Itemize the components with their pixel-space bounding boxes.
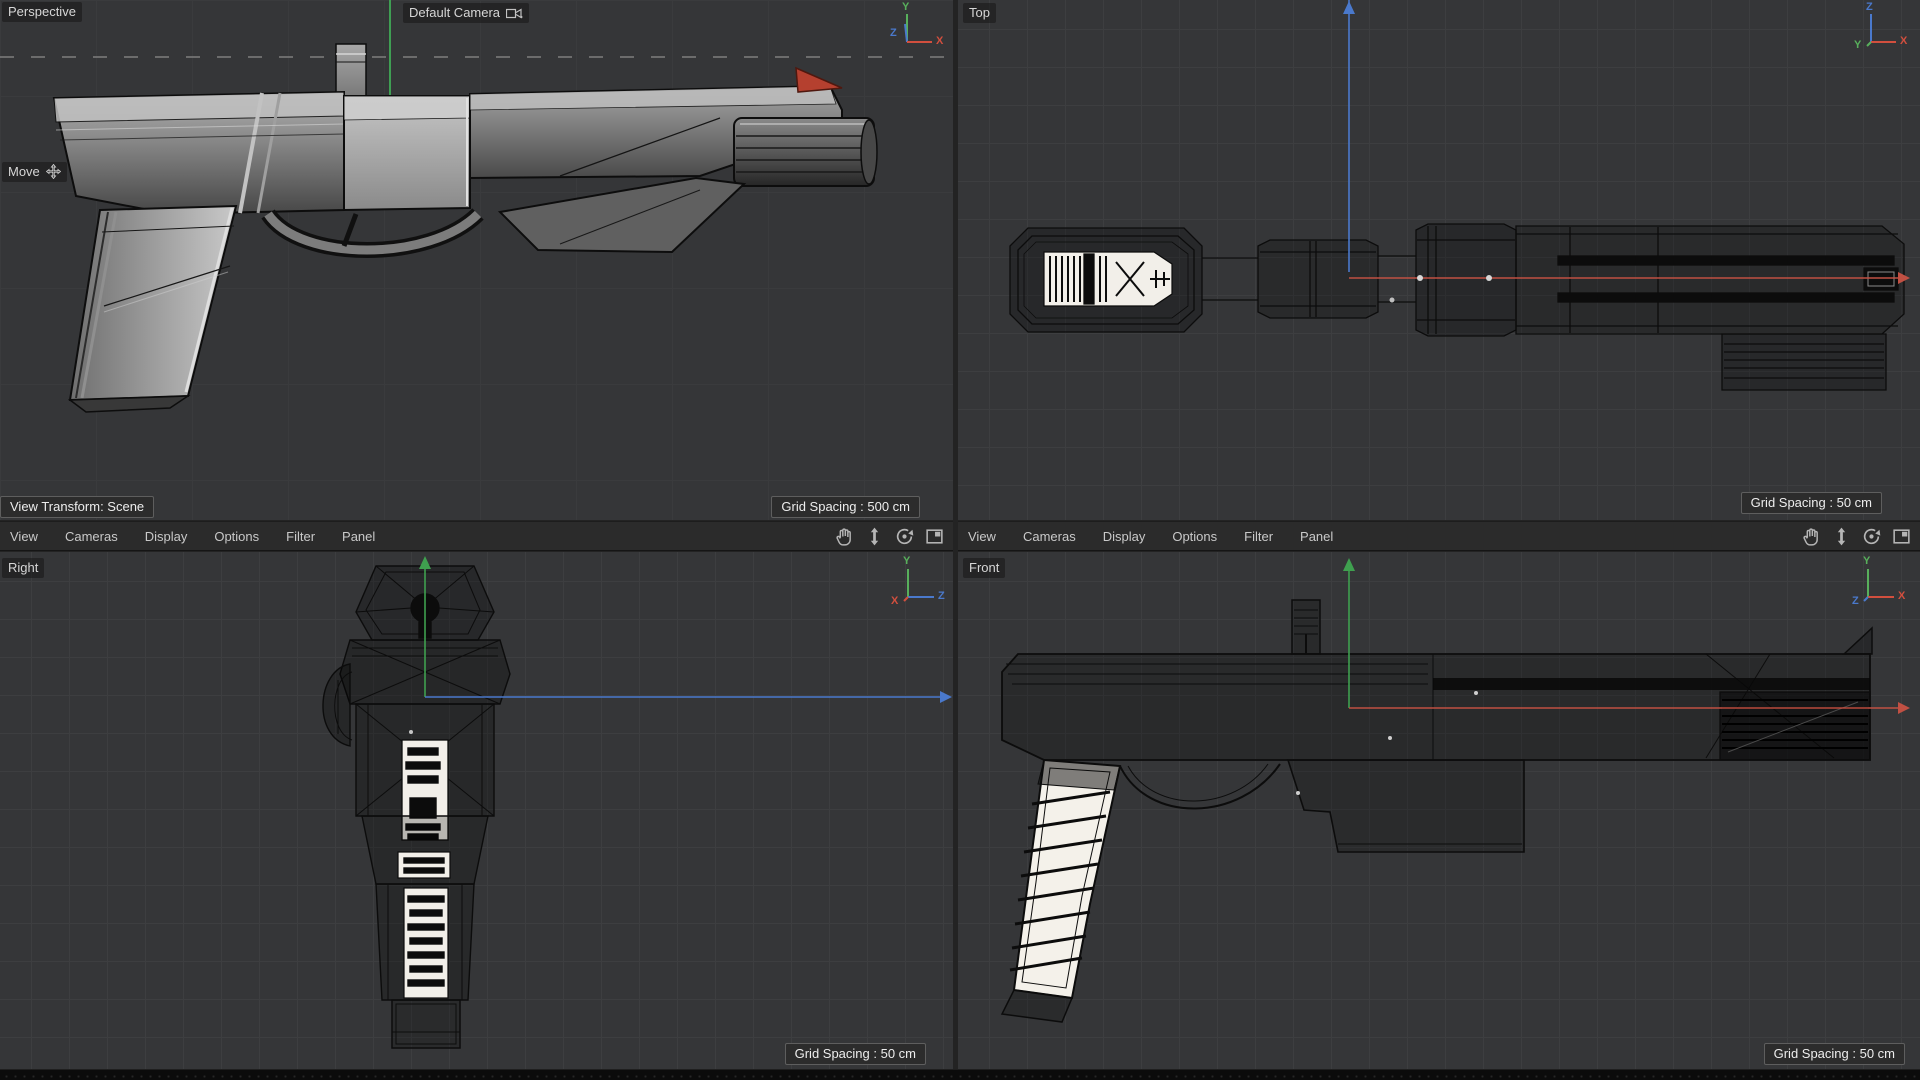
axis-handle-dot[interactable] bbox=[1486, 275, 1492, 281]
gizmo-x-label: X bbox=[891, 595, 899, 607]
viewport-title-front: Front bbox=[963, 558, 1006, 578]
menu-options[interactable]: Options bbox=[1172, 528, 1218, 544]
grid-spacing-text: Grid Spacing : 50 cm bbox=[794, 1046, 916, 1061]
gun-model-shaded[interactable] bbox=[52, 43, 878, 413]
axis-gizmo-perspective: Y Z X bbox=[878, 2, 948, 54]
vertical-arrows-icon[interactable] bbox=[1831, 526, 1852, 547]
axis-gizmo-right: Y Z X bbox=[880, 556, 950, 608]
gizmo-y-label: Y bbox=[903, 555, 911, 567]
viewport-top-canvas[interactable]: Top Grid Spacing : 50 cm Z X Y bbox=[958, 0, 1920, 520]
grid-spacing-status-perspective: Grid Spacing : 500 cm bbox=[771, 496, 920, 518]
orbit-icon[interactable] bbox=[1861, 526, 1882, 547]
menu-display[interactable]: Display bbox=[1102, 528, 1146, 544]
axis-handle-dot[interactable] bbox=[1474, 691, 1478, 695]
menu-options[interactable]: Options bbox=[214, 528, 260, 544]
grid-spacing-text: Grid Spacing : 500 cm bbox=[781, 499, 910, 514]
x-axis-arrowhead bbox=[1898, 702, 1910, 714]
gizmo-x-label: X bbox=[1898, 590, 1906, 602]
camera-icon bbox=[506, 7, 523, 19]
viewport-title-text: Right bbox=[8, 560, 39, 575]
axis-gizmo-lines bbox=[1866, 14, 1896, 47]
viewport-title-top: Top bbox=[963, 3, 996, 23]
grid-spacing-text: Grid Spacing : 50 cm bbox=[1750, 495, 1872, 510]
active-camera-label: Default Camera bbox=[403, 3, 530, 23]
gun-model-wireframe-right[interactable] bbox=[322, 565, 511, 1049]
vertical-arrows-icon[interactable] bbox=[864, 526, 885, 547]
axis-gizmo-top: Z X Y bbox=[1846, 2, 1916, 54]
viewport-front-canvas[interactable]: Front Grid Spacing : 50 cm Y X Z bbox=[958, 552, 1920, 1069]
gizmo-x-label: X bbox=[1900, 35, 1908, 47]
front-wireframe-model[interactable] bbox=[958, 552, 1920, 1069]
grid-spacing-status-top: Grid Spacing : 50 cm bbox=[1740, 492, 1882, 514]
viewport-title-text: Perspective bbox=[8, 4, 76, 19]
bottom-timeline-strip bbox=[0, 1069, 1920, 1080]
viewport-title-text: Front bbox=[969, 560, 1000, 575]
toggle-panel-icon[interactable] bbox=[924, 526, 945, 547]
axis-gizmo-lines bbox=[1863, 569, 1894, 602]
gun-model-wireframe-front[interactable] bbox=[1000, 599, 1873, 1023]
y-axis-arrowhead bbox=[1343, 558, 1355, 571]
viewport-title-right: Right bbox=[2, 558, 45, 578]
viewport-nav-icons bbox=[834, 526, 953, 547]
gizmo-y-label: Y bbox=[1863, 555, 1871, 567]
move-cross-icon bbox=[45, 164, 61, 179]
axis-handle-dot[interactable] bbox=[409, 730, 413, 734]
gizmo-x-label: X bbox=[936, 35, 944, 47]
menu-display[interactable]: Display bbox=[144, 528, 188, 544]
viewport-right-canvas[interactable]: Right Grid Spacing : 50 cm Y Z X bbox=[0, 552, 953, 1069]
viewport-menubar-right: View Cameras Display Options Filter Pane… bbox=[958, 521, 1920, 551]
menu-cameras[interactable]: Cameras bbox=[64, 528, 118, 544]
menu-panel[interactable]: Panel bbox=[342, 528, 376, 544]
right-wireframe-model[interactable] bbox=[0, 552, 953, 1069]
toggle-panel-icon[interactable] bbox=[1891, 526, 1912, 547]
axis-handle-dot[interactable] bbox=[1296, 791, 1300, 795]
axis-gizmo-front: Y X Z bbox=[1846, 556, 1916, 608]
view-transform-status: View Transform: Scene bbox=[0, 496, 155, 518]
orbit-icon[interactable] bbox=[894, 526, 915, 547]
y-axis-arrowhead bbox=[419, 556, 431, 569]
viewport-menubar-left: View Cameras Display Options Filter Pane… bbox=[0, 521, 953, 551]
viewport-title-perspective: Perspective bbox=[2, 2, 82, 22]
gizmo-z-label: Z bbox=[938, 590, 945, 602]
axis-handle-dot[interactable] bbox=[1417, 275, 1423, 281]
viewport-perspective-canvas[interactable]: Perspective Default Camera Move View Tra… bbox=[0, 0, 953, 520]
axis-handle-dot[interactable] bbox=[1388, 736, 1392, 740]
x-axis-arrowhead bbox=[1898, 272, 1910, 284]
menu-view[interactable]: View bbox=[10, 528, 38, 544]
z-axis-arrowhead bbox=[1343, 1, 1355, 14]
camera-label-text: Default Camera bbox=[409, 5, 501, 20]
tool-label-text: Move bbox=[8, 164, 40, 179]
menu-panel[interactable]: Panel bbox=[1300, 528, 1334, 544]
axis-gizmo-lines bbox=[903, 569, 934, 602]
gizmo-y-label: Y bbox=[902, 1, 910, 13]
hand-icon[interactable] bbox=[834, 526, 855, 547]
grid-spacing-text: Grid Spacing : 50 cm bbox=[1773, 1046, 1895, 1061]
gizmo-y-label: Y bbox=[1854, 39, 1862, 51]
grid-spacing-status-right: Grid Spacing : 50 cm bbox=[784, 1043, 926, 1065]
viewport-title-text: Top bbox=[969, 5, 990, 20]
axis-handle-dot[interactable] bbox=[1389, 297, 1395, 303]
grid-spacing-status-front: Grid Spacing : 50 cm bbox=[1763, 1043, 1905, 1065]
gun-model-wireframe-top[interactable] bbox=[1009, 223, 1905, 391]
menu-filter[interactable]: Filter bbox=[1244, 528, 1274, 544]
menu-view[interactable]: View bbox=[968, 528, 996, 544]
gizmo-z-label: Z bbox=[1866, 1, 1873, 13]
view-transform-text: View Transform: Scene bbox=[10, 499, 145, 514]
menu-filter[interactable]: Filter bbox=[286, 528, 316, 544]
menu-cameras[interactable]: Cameras bbox=[1022, 528, 1076, 544]
hand-icon[interactable] bbox=[1801, 526, 1822, 547]
top-wireframe-model[interactable] bbox=[958, 0, 1920, 520]
perspective-shaded-model[interactable] bbox=[0, 0, 953, 520]
gizmo-z-label: Z bbox=[890, 27, 897, 39]
gizmo-z-label: Z bbox=[1852, 595, 1859, 607]
axis-gizmo-lines bbox=[904, 14, 932, 43]
viewport-nav-icons bbox=[1801, 526, 1920, 547]
active-tool-label: Move bbox=[2, 162, 67, 182]
z-axis-arrowhead bbox=[940, 691, 952, 703]
